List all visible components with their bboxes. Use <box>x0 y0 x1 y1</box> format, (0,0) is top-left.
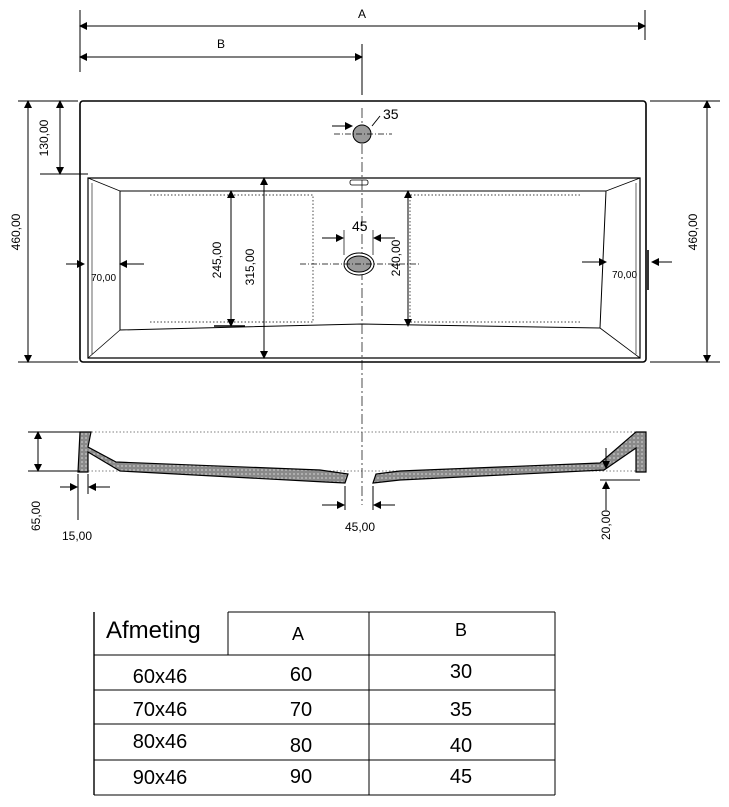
basin-right-label: 240,00 <box>389 239 403 276</box>
dimension-depth-left: 460,00 <box>9 100 78 363</box>
wall-left-label: 70,00 <box>91 273 116 284</box>
plan-view <box>79 100 649 505</box>
basin-inner-label: 245,00 <box>210 241 224 278</box>
dimension-drain-width: 45,00 <box>322 486 395 534</box>
table-row-4-a: 90 <box>290 766 312 788</box>
table-row-4-b: 45 <box>450 766 472 788</box>
table-row-3-size: 80x46 <box>133 731 188 753</box>
dimension-basin-outer: 315,00 <box>243 177 268 359</box>
dimension-wall-right: 70,00 <box>582 258 672 281</box>
dimension-b-label: B <box>217 37 225 51</box>
dimension-a: A <box>79 7 646 72</box>
section-view <box>77 431 647 484</box>
basin-bottom <box>119 190 607 331</box>
section-right-profile <box>372 431 647 484</box>
dimension-depth-right: 460,00 <box>650 100 720 363</box>
basin-outline <box>79 100 647 363</box>
depth-left-label: 460,00 <box>9 213 23 250</box>
dimension-back-ledge: 130,00 <box>37 100 88 175</box>
table-row-2-size: 70x46 <box>133 699 188 721</box>
table-header-b: B <box>455 620 467 640</box>
table-header-size: Afmeting <box>106 617 201 644</box>
size-table: Afmeting A B 60x46 60 30 70x46 70 35 80x… <box>93 611 556 796</box>
depth-right-label: 460,00 <box>686 213 700 250</box>
drain-width-label: 45,00 <box>345 520 375 534</box>
dimension-basin-inner: 245,00 <box>210 190 245 327</box>
table-row-4-size: 90x46 <box>133 767 188 789</box>
table-row-1-b: 30 <box>450 661 472 683</box>
dimension-basin-right: 240,00 <box>389 190 412 327</box>
wall-right-label: 70,00 <box>612 270 637 281</box>
height-label: 65,00 <box>29 501 43 531</box>
basin-outer-label: 315,00 <box>243 248 257 285</box>
dimension-slope: 20,00 <box>599 448 640 540</box>
edge-label: 15,00 <box>62 529 92 543</box>
section-left-profile <box>77 431 349 484</box>
table-row-3-a: 80 <box>290 735 312 757</box>
drain-label: 45 <box>352 218 368 234</box>
dimension-b: B <box>79 37 363 95</box>
tap-hole-label: 35 <box>383 106 399 122</box>
dimension-wall-left: 70,00 <box>66 260 144 284</box>
table-row-1-a: 60 <box>290 664 312 686</box>
table-row-3-b: 40 <box>450 735 472 757</box>
back-ledge-label: 130,00 <box>37 119 51 156</box>
table-row-2-a: 70 <box>290 699 312 721</box>
drain: 45 <box>300 218 420 276</box>
slope-label: 20,00 <box>599 510 613 540</box>
table-row-2-b: 35 <box>450 699 472 721</box>
table-header-a: A <box>292 624 304 644</box>
dimension-height: 65,00 <box>28 431 80 531</box>
table-row-1-size: 60x46 <box>133 666 188 688</box>
tap-hole: 35 <box>332 106 399 144</box>
dimension-edge: 15,00 <box>60 474 110 543</box>
dimension-a-label: A <box>358 7 366 21</box>
